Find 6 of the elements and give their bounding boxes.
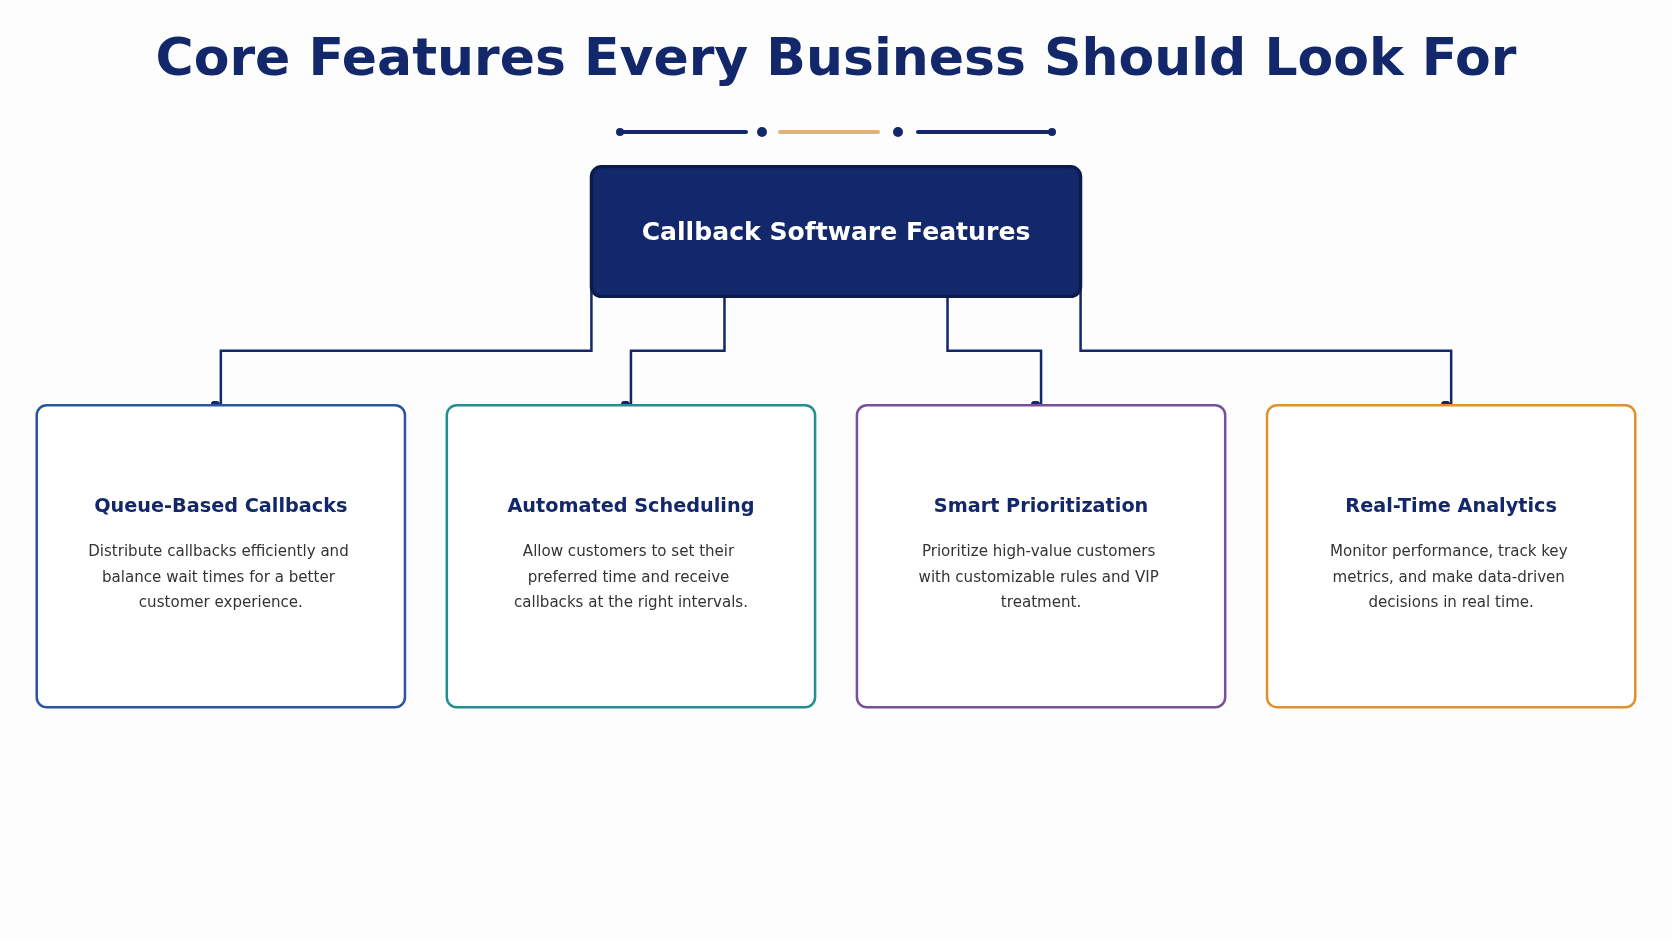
node-box: Smart Prioritization Prioritize high-value customers with customizable rules and VIP treatment.: [855, 403, 1227, 709]
node-box: Callback Software Features: [589, 165, 1083, 299]
node-box: Queue-Based Callbacks Distribute callbacks efficiently and balance wait times for a better customer experience.: [35, 403, 407, 709]
node-box: Automated Scheduling Allow customers to set their preferred time and receive callbacks at the right intervals.: [445, 403, 817, 709]
node-box: Real-Time Analytics Monitor performance, track key metrics, and make data-driven decisions in real time.: [1265, 403, 1637, 709]
title: Core Features Every Business Should Look For: [155, 26, 1517, 89]
